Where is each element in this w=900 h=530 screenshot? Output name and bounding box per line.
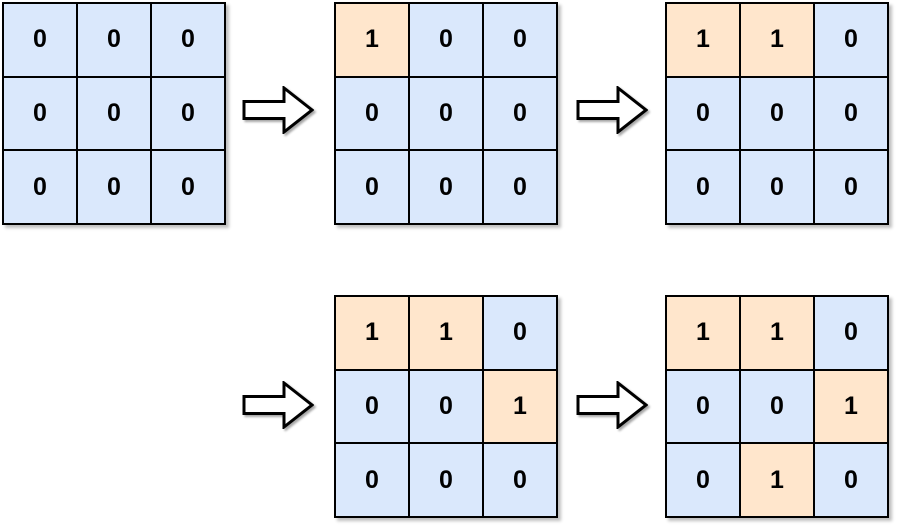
grid-cell: 0 xyxy=(152,77,224,150)
grid-cell: 1 xyxy=(336,4,408,76)
grid-cell: 0 xyxy=(152,151,224,223)
grid-cell: 0 xyxy=(336,151,408,223)
grid-cell: 1 xyxy=(667,4,739,76)
grid-cell: 1 xyxy=(741,4,813,76)
grid-cell: 1 xyxy=(815,370,887,443)
grid-cell: 0 xyxy=(152,4,224,76)
grid-cell: 0 xyxy=(78,77,150,150)
grid-cell: 1 xyxy=(484,370,556,443)
grid-cell: 0 xyxy=(4,151,76,223)
grid-cell: 0 xyxy=(78,151,150,223)
grid-cell: 0 xyxy=(410,151,482,223)
right-block-arrow-icon xyxy=(576,381,648,429)
grid-cell: 0 xyxy=(667,151,739,223)
grid-cell: 0 xyxy=(815,151,887,223)
grid-cell: 0 xyxy=(336,444,408,516)
grid-cell: 0 xyxy=(667,370,739,443)
grid-cell: 0 xyxy=(741,77,813,150)
grid-cell: 1 xyxy=(667,297,739,369)
right-block-arrow-icon xyxy=(576,86,648,134)
grid-cell: 0 xyxy=(336,77,408,150)
grid-cell: 0 xyxy=(410,370,482,443)
grid-cell: 0 xyxy=(815,77,887,150)
right-block-arrow-icon xyxy=(242,86,314,134)
grid-cell: 0 xyxy=(484,297,556,369)
grid-cell: 0 xyxy=(410,444,482,516)
grid-cell: 0 xyxy=(4,4,76,76)
grid-cell: 0 xyxy=(336,370,408,443)
grid-cell: 0 xyxy=(667,77,739,150)
grid-cell: 0 xyxy=(484,151,556,223)
grid-cell: 0 xyxy=(815,444,887,516)
grid-cell: 1 xyxy=(741,444,813,516)
grid-cell: 1 xyxy=(410,297,482,369)
grid-cell: 0 xyxy=(815,4,887,76)
grid-cell: 1 xyxy=(336,297,408,369)
grid-cell: 0 xyxy=(410,4,482,76)
grid-cell: 0 xyxy=(484,444,556,516)
grid-cell: 0 xyxy=(815,297,887,369)
right-block-arrow-icon xyxy=(242,381,314,429)
grid-cell: 0 xyxy=(410,77,482,150)
grid-cell: 0 xyxy=(741,370,813,443)
grid-cell: 0 xyxy=(4,77,76,150)
grid-cell: 0 xyxy=(667,444,739,516)
grid-cell: 0 xyxy=(484,4,556,76)
grid-cell: 0 xyxy=(484,77,556,150)
grid-cell: 1 xyxy=(741,297,813,369)
grid-cell: 0 xyxy=(78,4,150,76)
grid-cell: 0 xyxy=(741,151,813,223)
